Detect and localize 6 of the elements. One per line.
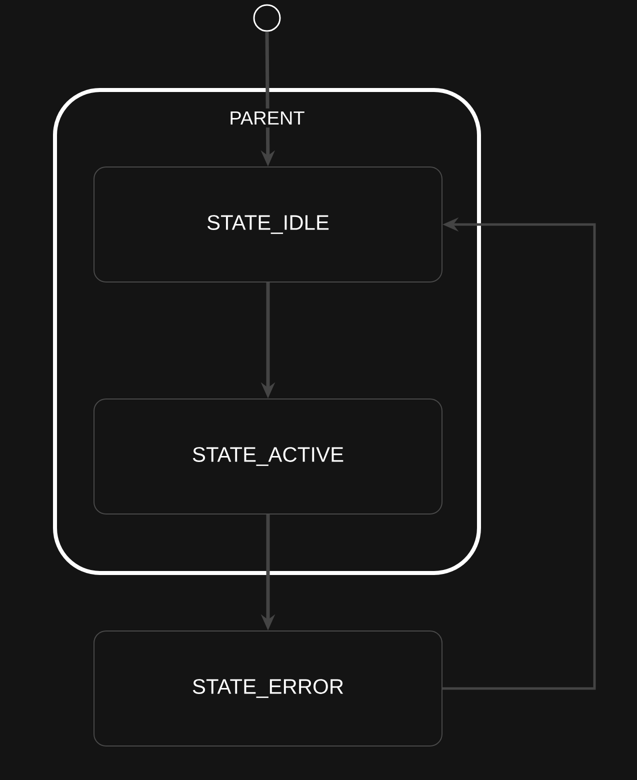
- state-box: STATE_ACTIVE: [94, 398, 442, 514]
- state-heading: PARENT: [226, 108, 308, 128]
- composite-state-box: [53, 88, 481, 575]
- start-circle: [253, 4, 281, 32]
- state-box: STATE_IDLE: [94, 166, 442, 282]
- state-box: STATE_ERROR: [94, 630, 442, 746]
